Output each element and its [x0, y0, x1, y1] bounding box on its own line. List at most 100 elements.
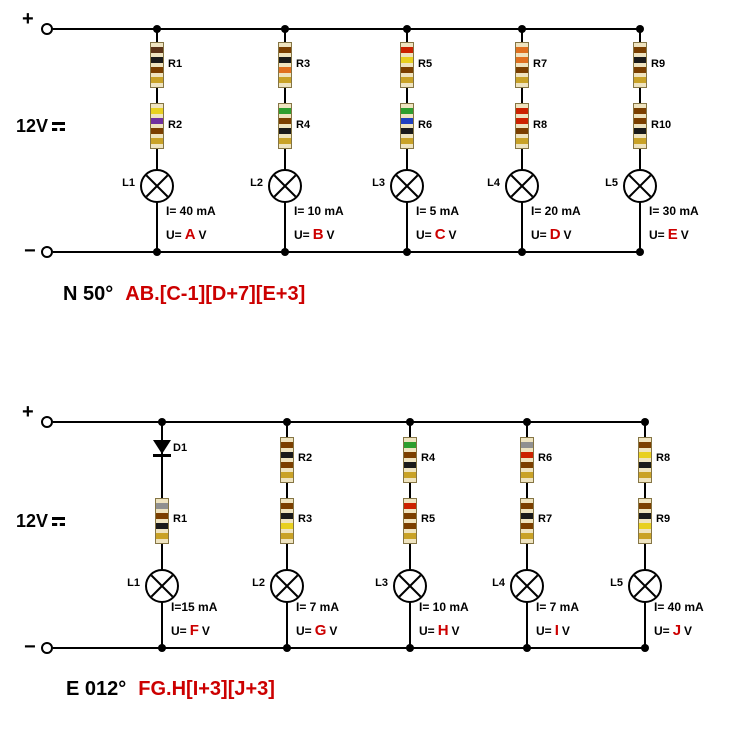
lamp-label: L5	[610, 577, 623, 589]
voltage-prefix: U=	[166, 228, 182, 242]
voltage-prefix: U=	[296, 624, 312, 638]
junction-dot	[403, 248, 411, 256]
top-rail	[53, 421, 646, 423]
resistor-symbol	[280, 498, 294, 544]
voltage-letter: D	[549, 226, 561, 243]
resistor-symbol	[638, 437, 652, 483]
voltage-prefix: U=	[649, 228, 665, 242]
caption-coordinates: E 012°	[66, 678, 127, 700]
lamp-symbol	[145, 569, 179, 603]
lamp-label: L2	[252, 577, 265, 589]
current-label: I= 7 mA	[536, 600, 580, 614]
junction-dot	[403, 25, 411, 33]
junction-dot	[406, 644, 414, 652]
resistor-label: R4	[421, 452, 436, 464]
voltage-letter: C	[434, 226, 446, 243]
bottom-rail	[53, 251, 641, 253]
lamp-label: L1	[122, 177, 135, 189]
voltage-value: 12V	[16, 511, 49, 531]
resistor-label: R3	[298, 513, 313, 525]
junction-dot	[518, 25, 526, 33]
minus-sign: −	[24, 636, 36, 658]
dc-symbol	[52, 122, 66, 131]
resistor-symbol	[400, 42, 414, 88]
resistor-label: R8	[656, 452, 671, 464]
voltage-unit: V	[680, 228, 689, 242]
lamp-label: L3	[375, 577, 388, 589]
lamp-symbol	[393, 569, 427, 603]
voltage-prefix: U=	[654, 624, 670, 638]
lamp-symbol	[140, 169, 174, 203]
plus-sign: +	[22, 8, 34, 30]
junction-dot	[283, 644, 291, 652]
voltage-source-label: 12V	[16, 511, 66, 532]
resistor-label: R6	[538, 452, 553, 464]
voltage-unit: V	[448, 228, 457, 242]
circuit-1-caption: N 50°AB.[C-1][D+7][E+3]	[63, 283, 305, 306]
caption-formula: FG.H[I+3][J+3]	[138, 678, 275, 700]
junction-dot	[636, 25, 644, 33]
negative-terminal	[41, 246, 53, 258]
current-label: I= 20 mA	[531, 204, 581, 218]
resistor-symbol	[278, 103, 292, 149]
voltage-prefix: U=	[416, 228, 432, 242]
resistor-label: R10	[651, 119, 672, 131]
current-label: I= 40 mA	[654, 600, 704, 614]
voltage-unit: V	[451, 624, 460, 638]
minus-sign: −	[24, 240, 36, 262]
voltage-prefix: U=	[531, 228, 547, 242]
lamp-symbol	[270, 569, 304, 603]
voltage-letter: H	[437, 622, 449, 639]
resistor-symbol	[155, 498, 169, 544]
voltage-prefix: U=	[536, 624, 552, 638]
current-label: I= 10 mA	[294, 204, 344, 218]
dc-symbol	[52, 517, 66, 526]
resistor-symbol	[403, 498, 417, 544]
lamp-label: L4	[487, 177, 500, 189]
junction-dot	[641, 418, 649, 426]
lamp-symbol	[510, 569, 544, 603]
voltage-source-label: 12V	[16, 116, 66, 137]
voltage-letter: J	[672, 622, 682, 639]
lamp-symbol	[268, 169, 302, 203]
voltage-unit: V	[198, 228, 207, 242]
junction-dot	[153, 25, 161, 33]
voltage-letter: B	[312, 226, 324, 243]
voltage-prefix: U=	[171, 624, 187, 638]
diode-label: D1	[173, 442, 188, 454]
resistor-symbol	[515, 42, 529, 88]
caption-coordinates: N 50°	[63, 283, 114, 305]
resistor-symbol	[633, 42, 647, 88]
lamp-symbol	[623, 169, 657, 203]
lamp-symbol	[390, 169, 424, 203]
resistor-label: R1	[168, 58, 183, 70]
resistor-label: R9	[651, 58, 666, 70]
plus-sign: +	[22, 401, 34, 423]
resistor-label: R9	[656, 513, 671, 525]
voltage-unit: V	[329, 624, 338, 638]
voltage-letter: I	[554, 622, 559, 639]
voltage-letter: E	[667, 226, 678, 243]
voltage-unit: V	[201, 624, 210, 638]
resistor-symbol	[150, 42, 164, 88]
voltage-unit: V	[563, 228, 572, 242]
voltage-unit: V	[561, 624, 570, 638]
current-label: I= 10 mA	[419, 600, 469, 614]
voltage-value: 12V	[16, 116, 49, 136]
diode-symbol	[153, 440, 171, 454]
resistor-label: R7	[538, 513, 553, 525]
negative-terminal	[41, 642, 53, 654]
junction-dot	[158, 418, 166, 426]
junction-dot	[283, 418, 291, 426]
resistor-symbol	[633, 103, 647, 149]
lamp-label: L5	[605, 177, 618, 189]
voltage-letter: F	[189, 622, 199, 639]
